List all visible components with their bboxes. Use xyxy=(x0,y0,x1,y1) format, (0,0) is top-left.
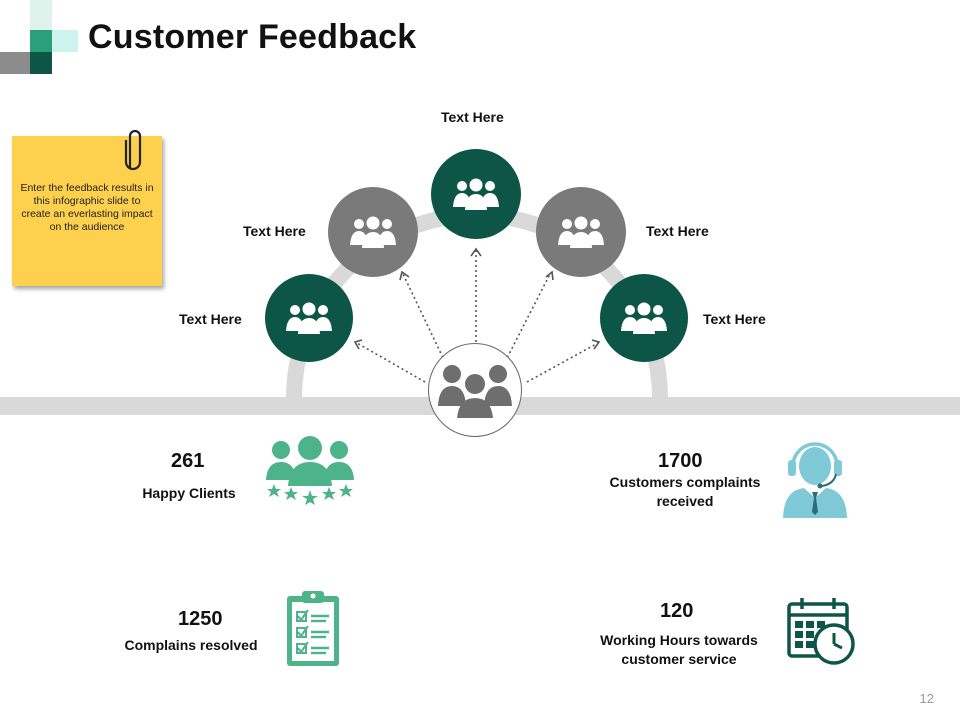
circle-2-label: Text Here xyxy=(243,223,306,239)
happy-clients-label: Happy Clients xyxy=(142,485,236,501)
paperclip-icon xyxy=(124,129,142,171)
group-icon xyxy=(558,216,604,248)
feedback-circle-4 xyxy=(536,187,626,277)
complaints-received-label: Customers complaints received xyxy=(609,474,761,509)
sticky-note-text: Enter the feedback results in this infog… xyxy=(20,182,154,233)
sticky-note: Enter the feedback results in this infog… xyxy=(12,136,162,286)
group-icon xyxy=(350,216,396,248)
circle-1-label: Text Here xyxy=(179,311,242,327)
feedback-circle-5 xyxy=(600,274,688,362)
group-icon xyxy=(621,302,667,334)
header-square-grey xyxy=(0,52,30,74)
complains-resolved-label: Complains resolved xyxy=(124,637,258,653)
circle-3-label: Text Here xyxy=(441,109,504,125)
complains-resolved-value: 1250 xyxy=(178,608,223,630)
working-hours-label: Working Hours towards customer service xyxy=(600,632,758,667)
circle-4-label: Text Here xyxy=(646,223,709,239)
complaints-received-value: 1700 xyxy=(658,450,703,472)
page-title: Customer Feedback xyxy=(88,18,417,56)
feedback-circle-3 xyxy=(431,149,521,239)
checklist-clipboard-icon xyxy=(287,591,339,666)
group-icon xyxy=(286,302,332,334)
rated-group-icon xyxy=(266,436,354,505)
support-agent-icon xyxy=(783,442,847,518)
circle-5-label: Text Here xyxy=(703,311,766,327)
calendar-clock-icon xyxy=(787,598,855,665)
happy-clients-value: 261 xyxy=(171,450,205,472)
page-number: 12 xyxy=(919,691,934,706)
feedback-circle-1 xyxy=(265,274,353,362)
group-icon xyxy=(453,178,499,210)
group-icon xyxy=(438,365,512,418)
header-square-light xyxy=(30,0,52,30)
header-square-dark xyxy=(30,52,52,74)
working-hours-value: 120 xyxy=(660,600,694,622)
feedback-circle-2 xyxy=(328,187,418,277)
center-hub xyxy=(428,343,522,437)
